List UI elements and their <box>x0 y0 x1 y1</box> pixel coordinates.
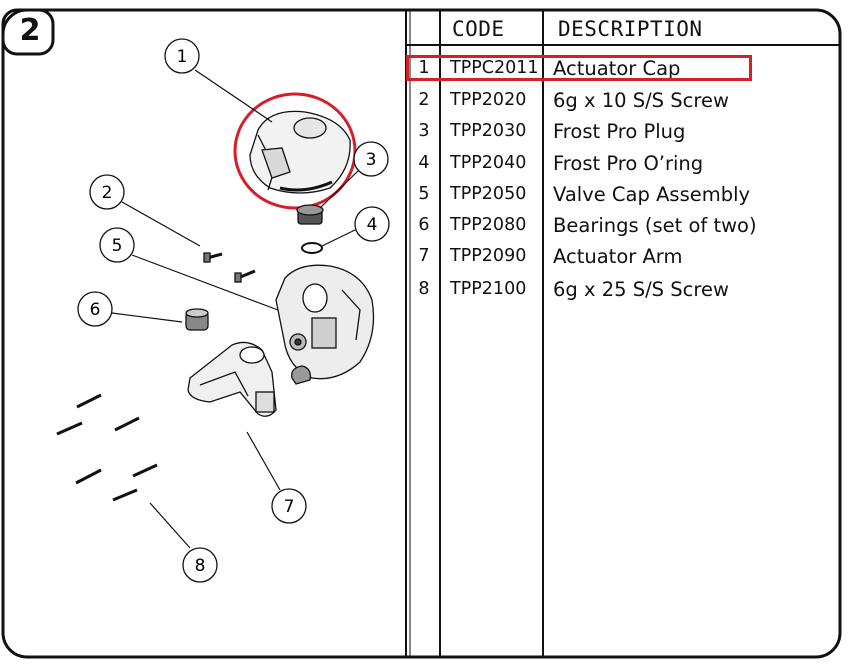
svg-text:6: 6 <box>90 300 101 320</box>
svg-text:7: 7 <box>284 497 295 517</box>
part-code: TPP2050 <box>450 184 527 204</box>
table-row: 5 TPP2050 Valve Cap Assembly <box>408 179 838 210</box>
bearing-part-small <box>291 365 311 385</box>
svg-text:1: 1 <box>177 47 188 67</box>
callout-5: 5 <box>99 227 135 263</box>
svg-text:2: 2 <box>102 183 113 203</box>
table-row: 1 TPPC2011 Actuator Cap <box>408 53 838 84</box>
part-description: Valve Cap Assembly <box>553 183 751 206</box>
part-number: 7 <box>418 246 430 266</box>
part-description: Bearings (set of two) <box>553 214 757 237</box>
part-code: TPPC2011 <box>450 58 539 78</box>
callout-7: 7 <box>271 488 307 524</box>
part-code: TPP2030 <box>450 121 527 141</box>
actuator-arm-part <box>187 341 277 417</box>
bearing-part <box>185 308 209 331</box>
part-description: Frost Pro O’ring <box>553 152 704 175</box>
actuator-cap-part <box>249 110 351 194</box>
table-row: 3 TPP2030 Frost Pro Plug <box>408 116 838 147</box>
callout-3: 3 <box>353 141 389 177</box>
part-description: 6g x 25 S/S Screw <box>553 278 729 301</box>
description-header: DESCRIPTION <box>558 17 703 41</box>
part-number: 3 <box>418 121 430 141</box>
highlighted-row-box <box>406 55 752 81</box>
svg-text:3: 3 <box>366 150 377 170</box>
callouts: 1 2 3 4 5 6 7 8 <box>77 38 390 583</box>
callout-2: 2 <box>89 174 125 210</box>
actuator-cap-highlight-circle <box>233 92 357 210</box>
long-screws-part <box>56 393 158 502</box>
table-row: 4 TPP2040 Frost Pro O’ring <box>408 148 838 179</box>
part-description: Actuator Arm <box>553 245 683 268</box>
part-number: 5 <box>418 184 430 204</box>
svg-text:4: 4 <box>367 215 378 235</box>
callout-6: 6 <box>77 291 113 327</box>
svg-text:8: 8 <box>195 556 206 576</box>
code-header: CODE <box>452 17 505 41</box>
part-code: TPP2080 <box>450 215 527 235</box>
part-code: TPP2020 <box>450 90 527 110</box>
part-number: 4 <box>418 153 430 173</box>
callout-1: 1 <box>164 38 200 74</box>
part-code: TPP2040 <box>450 153 527 173</box>
outer-border <box>1 8 842 659</box>
callout-4: 4 <box>354 206 390 242</box>
part-description: Actuator Cap <box>553 57 681 80</box>
leader-lines <box>111 69 360 549</box>
table-row: 8 TPP2100 6g x 25 S/S Screw <box>408 274 838 305</box>
svg-text:5: 5 <box>112 236 123 256</box>
part-code: TPP2090 <box>450 246 527 266</box>
short-screws-part <box>203 252 256 283</box>
exploded-parts-diagram: 1 2 3 4 5 6 7 8 <box>56 38 390 583</box>
oring-part <box>301 242 323 254</box>
part-number: 6 <box>418 215 430 235</box>
part-number: 1 <box>418 58 430 78</box>
table-row: 7 TPP2090 Actuator Arm <box>408 241 838 272</box>
callout-8: 8 <box>182 547 218 583</box>
part-number: 8 <box>418 279 430 299</box>
part-number: 2 <box>418 90 430 110</box>
section-number: 2 <box>19 13 41 48</box>
valve-cap-assembly-part <box>275 264 375 380</box>
table-row: 2 TPP2020 6g x 10 S/S Screw <box>408 85 838 116</box>
frost-pro-plug-part <box>296 204 324 225</box>
part-description: 6g x 10 S/S Screw <box>553 89 729 112</box>
part-description: Frost Pro Plug <box>553 120 686 143</box>
part-code: TPP2100 <box>450 279 527 299</box>
section-badge-border <box>1 8 55 56</box>
table-row: 6 TPP2080 Bearings (set of two) <box>408 210 838 241</box>
